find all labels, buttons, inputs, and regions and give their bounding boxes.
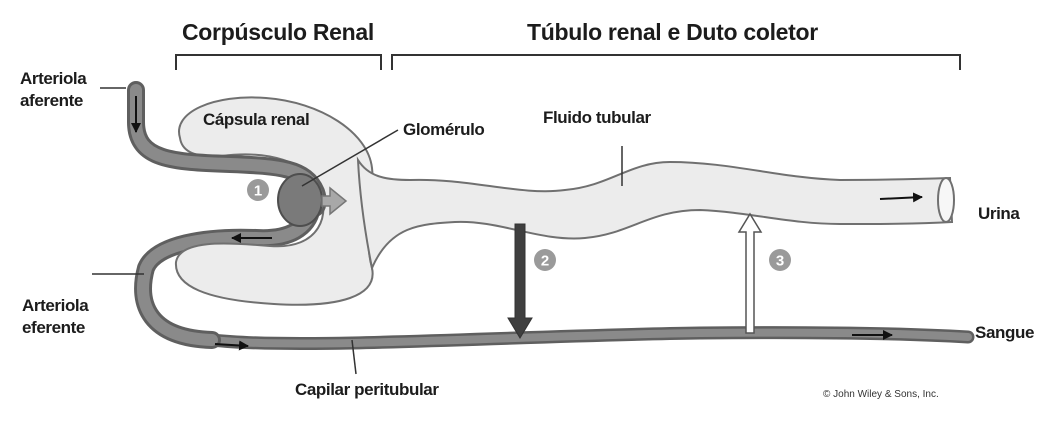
capsula-renal-label: Cápsula renal	[203, 110, 309, 130]
step-1-marker: 1	[247, 179, 269, 201]
arteriola-eferente-label: Arteriola eferente	[22, 295, 88, 339]
glomerulo-label: Glomérulo	[403, 120, 484, 140]
tubulo-bracket	[392, 55, 960, 70]
arteriola-aferente-label: Arteriola aferente	[20, 68, 86, 112]
step-2-number: 2	[541, 253, 549, 270]
sangue-label: Sangue	[975, 323, 1034, 343]
step-3-marker: 3	[769, 249, 791, 271]
tubule-opening	[938, 178, 954, 222]
step-2-marker: 2	[534, 249, 556, 271]
capilar-peritubular-label: Capilar peritubular	[295, 380, 439, 400]
glomerulus-shape	[278, 174, 322, 226]
fluido-tubular-label: Fluido tubular	[543, 108, 651, 128]
step-3-number: 3	[776, 253, 784, 270]
step-1-number: 1	[254, 183, 262, 200]
tubulo-renal-header: Túbulo renal e Duto coletor	[527, 19, 818, 46]
reabsorption-arrow	[508, 224, 532, 338]
urina-label: Urina	[978, 204, 1019, 224]
secretion-arrow	[739, 214, 761, 333]
copyright-notice: © John Wiley & Sons, Inc.	[823, 389, 939, 400]
tubule-shape	[358, 160, 952, 268]
corpusculo-bracket	[176, 55, 381, 70]
corpusculo-renal-header: Corpúsculo Renal	[182, 19, 374, 46]
